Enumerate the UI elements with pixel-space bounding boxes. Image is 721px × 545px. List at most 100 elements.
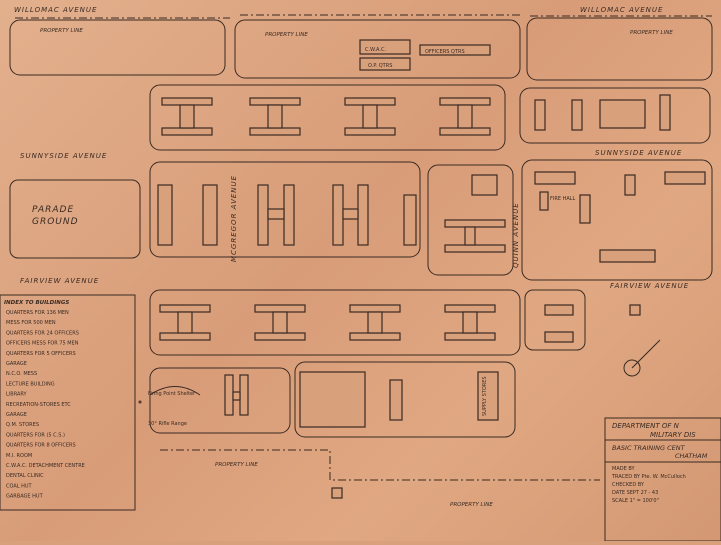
building-38 [389,379,403,421]
building-19 [471,174,498,196]
block-south-center [294,361,516,438]
legend-items: QUARTERS FOR 136 MEN MESS FOR 500 MEN QUAR… [6,310,85,500]
legend-item: QUARTERS FOR 136 MEN [6,310,69,316]
legend-item: N.C.O. MESS [6,371,37,377]
fire-hall-label: FIRE HALL [550,196,576,202]
legend-item: M.I. ROOM [6,453,32,459]
title-line-2: MILITARY DIS [650,431,696,439]
street-fairview-left: FAIRVIEW AVENUE [20,277,99,285]
title-line-3: BASIC TRAINING CENT [612,444,686,452]
parade-ground-outline [9,179,141,259]
title-date: DATE SEPT 27 - 43 [612,490,658,496]
building-37 [299,371,366,428]
cwac-label: C.W.A.C. [365,47,386,53]
street-willomac-right: WILLOMAC AVENUE [580,6,663,14]
op-qtrs-label: O.P. QTRS [368,63,392,69]
building-24 [157,184,173,246]
building-34 [544,331,574,343]
rifle-range-arc [149,386,201,396]
legend-item: RECREATION-STORES ETC [6,402,71,408]
building-8 [161,97,213,136]
building-30 [254,304,306,341]
building-fire-hall [579,194,591,224]
property-line-top-left: PROPERTY LINE [40,28,83,34]
property-line-bottom-right: PROPERTY LINE [450,502,493,508]
legend-item: GARAGE [6,361,27,367]
building-28 [599,249,656,263]
legend-frame [0,294,136,511]
block-quinn [427,164,514,276]
building-35 [629,304,641,316]
rifle-range-label: 30° Rifle Range [148,421,187,427]
building-23 [202,184,218,246]
building-29 [159,304,211,341]
block-row1 [149,84,506,151]
block-east [521,159,713,281]
compass-icon [623,359,641,377]
firing-point-marker [138,400,142,404]
block-north-center [234,19,521,79]
building-27 [664,171,706,185]
legend-item: MESS FOR 500 MEN [6,320,56,326]
title-line-4: CHATHAM [675,452,708,460]
parade-ground-label-2: GROUND [32,217,79,227]
street-fairview-right: FAIRVIEW AVENUE [610,282,689,290]
property-line-top-right: PROPERTY LINE [630,30,673,36]
legend-item: QUARTERS FOR (5 C.S.) [6,432,65,438]
building-1 [599,99,646,129]
legend-item: COAL HUT [6,483,33,489]
firing-point-label: Firing Point Shelter [148,391,196,397]
block-north-east [526,17,713,81]
legend-item: QUARTERS FOR 8 OFFICERS [6,443,76,449]
property-line-top-middle: PROPERTY LINE [265,32,308,38]
street-mcgregor: MCGREGOR AVENUE [230,175,238,262]
legend-item: C.W.A.C. DETACHMENT CENTRE [6,463,85,469]
legend-item: LIBRARY [6,392,28,398]
building-4 [659,94,671,131]
building-39 [331,487,343,499]
building-2 [571,99,583,131]
building-20 [403,194,417,246]
street-sunnyside-right: SUNNYSIDE AVENUE [595,149,682,157]
title-traced-by: TRACED BY Pte. W. McCulloch [611,474,686,480]
building-18 [534,171,576,185]
building-3 [534,99,546,131]
street-sunnyside-left: SUNNYSIDE AVENUE [20,152,107,160]
legend-item: GARBAGE HUT [6,494,44,500]
legend-item: OFFICERS MESS FOR 75 MEN [6,341,79,347]
building-33 [544,304,574,316]
building-cwac [359,39,411,55]
building-32 [444,304,496,341]
legend-item: Q.M. STORES [6,422,39,428]
officers-qtrs-label: OFFICERS QTRS [425,49,465,55]
building-officers-qtrs [419,44,491,56]
legend-item: DENTAL CLINIC [6,473,44,479]
building-fire-hall-a [539,191,549,211]
building-31 [349,304,401,341]
legend-item: GARAGE [6,412,27,418]
building-op-qtrs [359,57,411,71]
block-north-west [9,19,226,76]
street-willomac-left: WILLOMAC AVENUE [14,6,97,14]
block-row3-east [524,289,586,351]
legend-item: LECTURE BUILDING [6,381,55,387]
building-7 [249,97,301,136]
building-22 [257,184,295,246]
title-checked-by: CHECKED BY [612,482,645,488]
legend-title: INDEX TO BUILDINGS [4,300,69,306]
street-quinn: QUINN AVENUE [512,202,520,268]
building-supply-stores [477,371,499,421]
legend-item: QUARTERS FOR 5 OFFICERS [6,351,76,357]
block-central [149,161,421,258]
building-26 [624,174,636,196]
title-scale: SCALE 1" = 100'0" [612,498,659,504]
block-row1-east [519,87,711,144]
building-6 [344,97,396,136]
property-line-bottom-middle: PROPERTY LINE [215,462,258,468]
block-south-west [149,367,291,434]
title-line-1: DEPARTMENT OF N [612,422,680,430]
building-36 [224,374,249,416]
building-21 [332,184,369,246]
